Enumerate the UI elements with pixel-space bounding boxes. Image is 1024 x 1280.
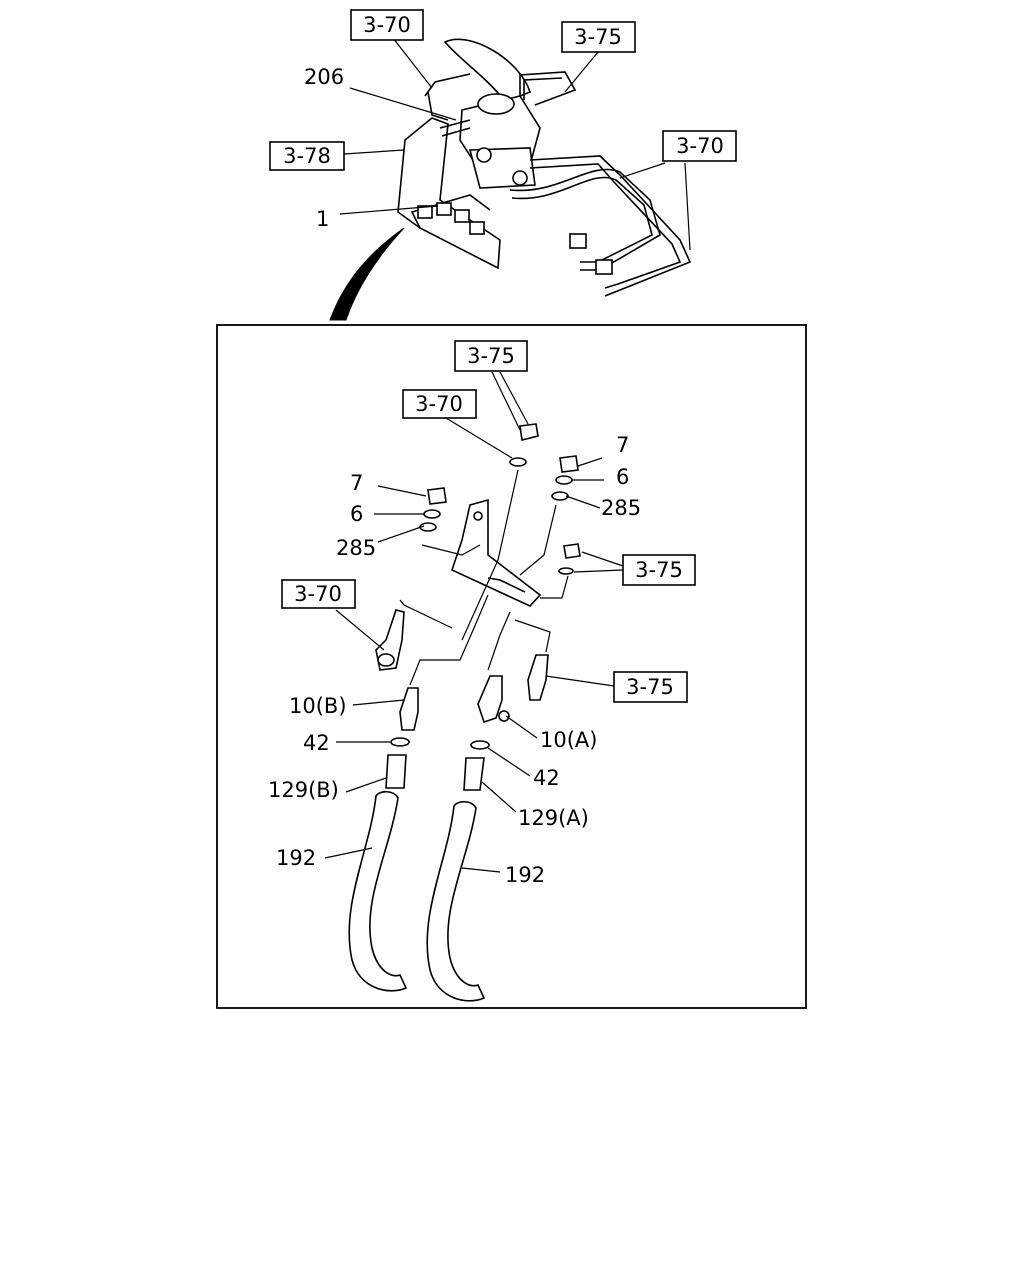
bracket xyxy=(451,498,542,607)
ref-box-3-75-top-right: 3-75 xyxy=(561,21,636,53)
ref-text: 3-75 xyxy=(635,558,683,582)
seal-right xyxy=(551,491,569,501)
ref-text: 3-70 xyxy=(363,13,411,37)
ref-box-3-70-right: 3-70 xyxy=(662,130,737,162)
washer-top xyxy=(509,457,527,467)
label-connector-129a: 129(A) xyxy=(518,806,589,830)
ref-text: 3-70 xyxy=(415,392,463,416)
leader-ref-left xyxy=(343,149,405,155)
label-nut-right: 7 xyxy=(616,433,629,457)
detail-leaders xyxy=(324,371,624,873)
fitting-10b xyxy=(399,687,419,731)
detail-frame xyxy=(216,324,807,1009)
fitting-right-ref xyxy=(527,654,549,701)
oring-left xyxy=(390,737,410,747)
ref-box-3-78-left: 3-78 xyxy=(269,141,345,171)
label-washer-right: 6 xyxy=(616,465,629,489)
leader-206 xyxy=(349,87,457,121)
ref-box-3-70-detail-left: 3-70 xyxy=(281,579,356,609)
nut-top xyxy=(519,423,539,441)
connector-129a xyxy=(463,757,485,791)
leader-ref-top-left xyxy=(392,37,433,89)
connector-129b xyxy=(385,754,407,789)
label-connector-129b: 129(B) xyxy=(268,778,339,802)
ref-box-3-70-top-left: 3-70 xyxy=(350,9,424,41)
label-hose-right: 192 xyxy=(505,863,545,887)
washer-right xyxy=(555,475,573,485)
part-label-1: 1 xyxy=(316,207,329,231)
leader-1 xyxy=(339,205,439,215)
nut-right xyxy=(559,455,579,473)
oring-right xyxy=(470,740,490,750)
overview-assembly xyxy=(329,37,692,321)
ref-box-3-75-detail-top: 3-75 xyxy=(454,340,528,372)
leader-ref-top-right xyxy=(564,51,599,93)
nut-right-small xyxy=(563,543,581,559)
hose-left xyxy=(348,790,408,992)
detail-assembly xyxy=(348,423,581,1002)
ref-text: 3-75 xyxy=(574,25,622,49)
part-label-206: 206 xyxy=(304,65,344,89)
label-fitting-10a: 10(A) xyxy=(540,728,597,752)
label-seal-right: 285 xyxy=(601,496,641,520)
ref-box-3-70-detail-upper: 3-70 xyxy=(402,389,477,419)
ref-box-3-75-detail-right-upper: 3-75 xyxy=(622,554,696,586)
leader-ref-right xyxy=(619,162,691,251)
label-hose-left: 192 xyxy=(276,846,316,870)
ref-box-3-75-detail-right-lower: 3-75 xyxy=(613,671,688,703)
label-seal-left: 285 xyxy=(336,536,376,560)
label-oring-right: 42 xyxy=(533,766,560,790)
label-washer-left: 6 xyxy=(350,502,363,526)
ref-text: 3-70 xyxy=(676,134,724,158)
ref-text: 3-78 xyxy=(283,144,331,168)
hose-right xyxy=(426,800,486,1002)
washer-left xyxy=(423,509,441,519)
label-fitting-10b: 10(B) xyxy=(289,694,347,718)
label-nut-left: 7 xyxy=(350,471,363,495)
fitting-10a xyxy=(477,675,503,724)
ref-text: 3-75 xyxy=(626,675,674,699)
ref-text: 3-70 xyxy=(294,582,342,606)
ref-text: 3-75 xyxy=(467,344,515,368)
detail-callout-arrow xyxy=(329,227,405,321)
label-oring-left: 42 xyxy=(303,731,330,755)
nut-left xyxy=(427,487,447,505)
